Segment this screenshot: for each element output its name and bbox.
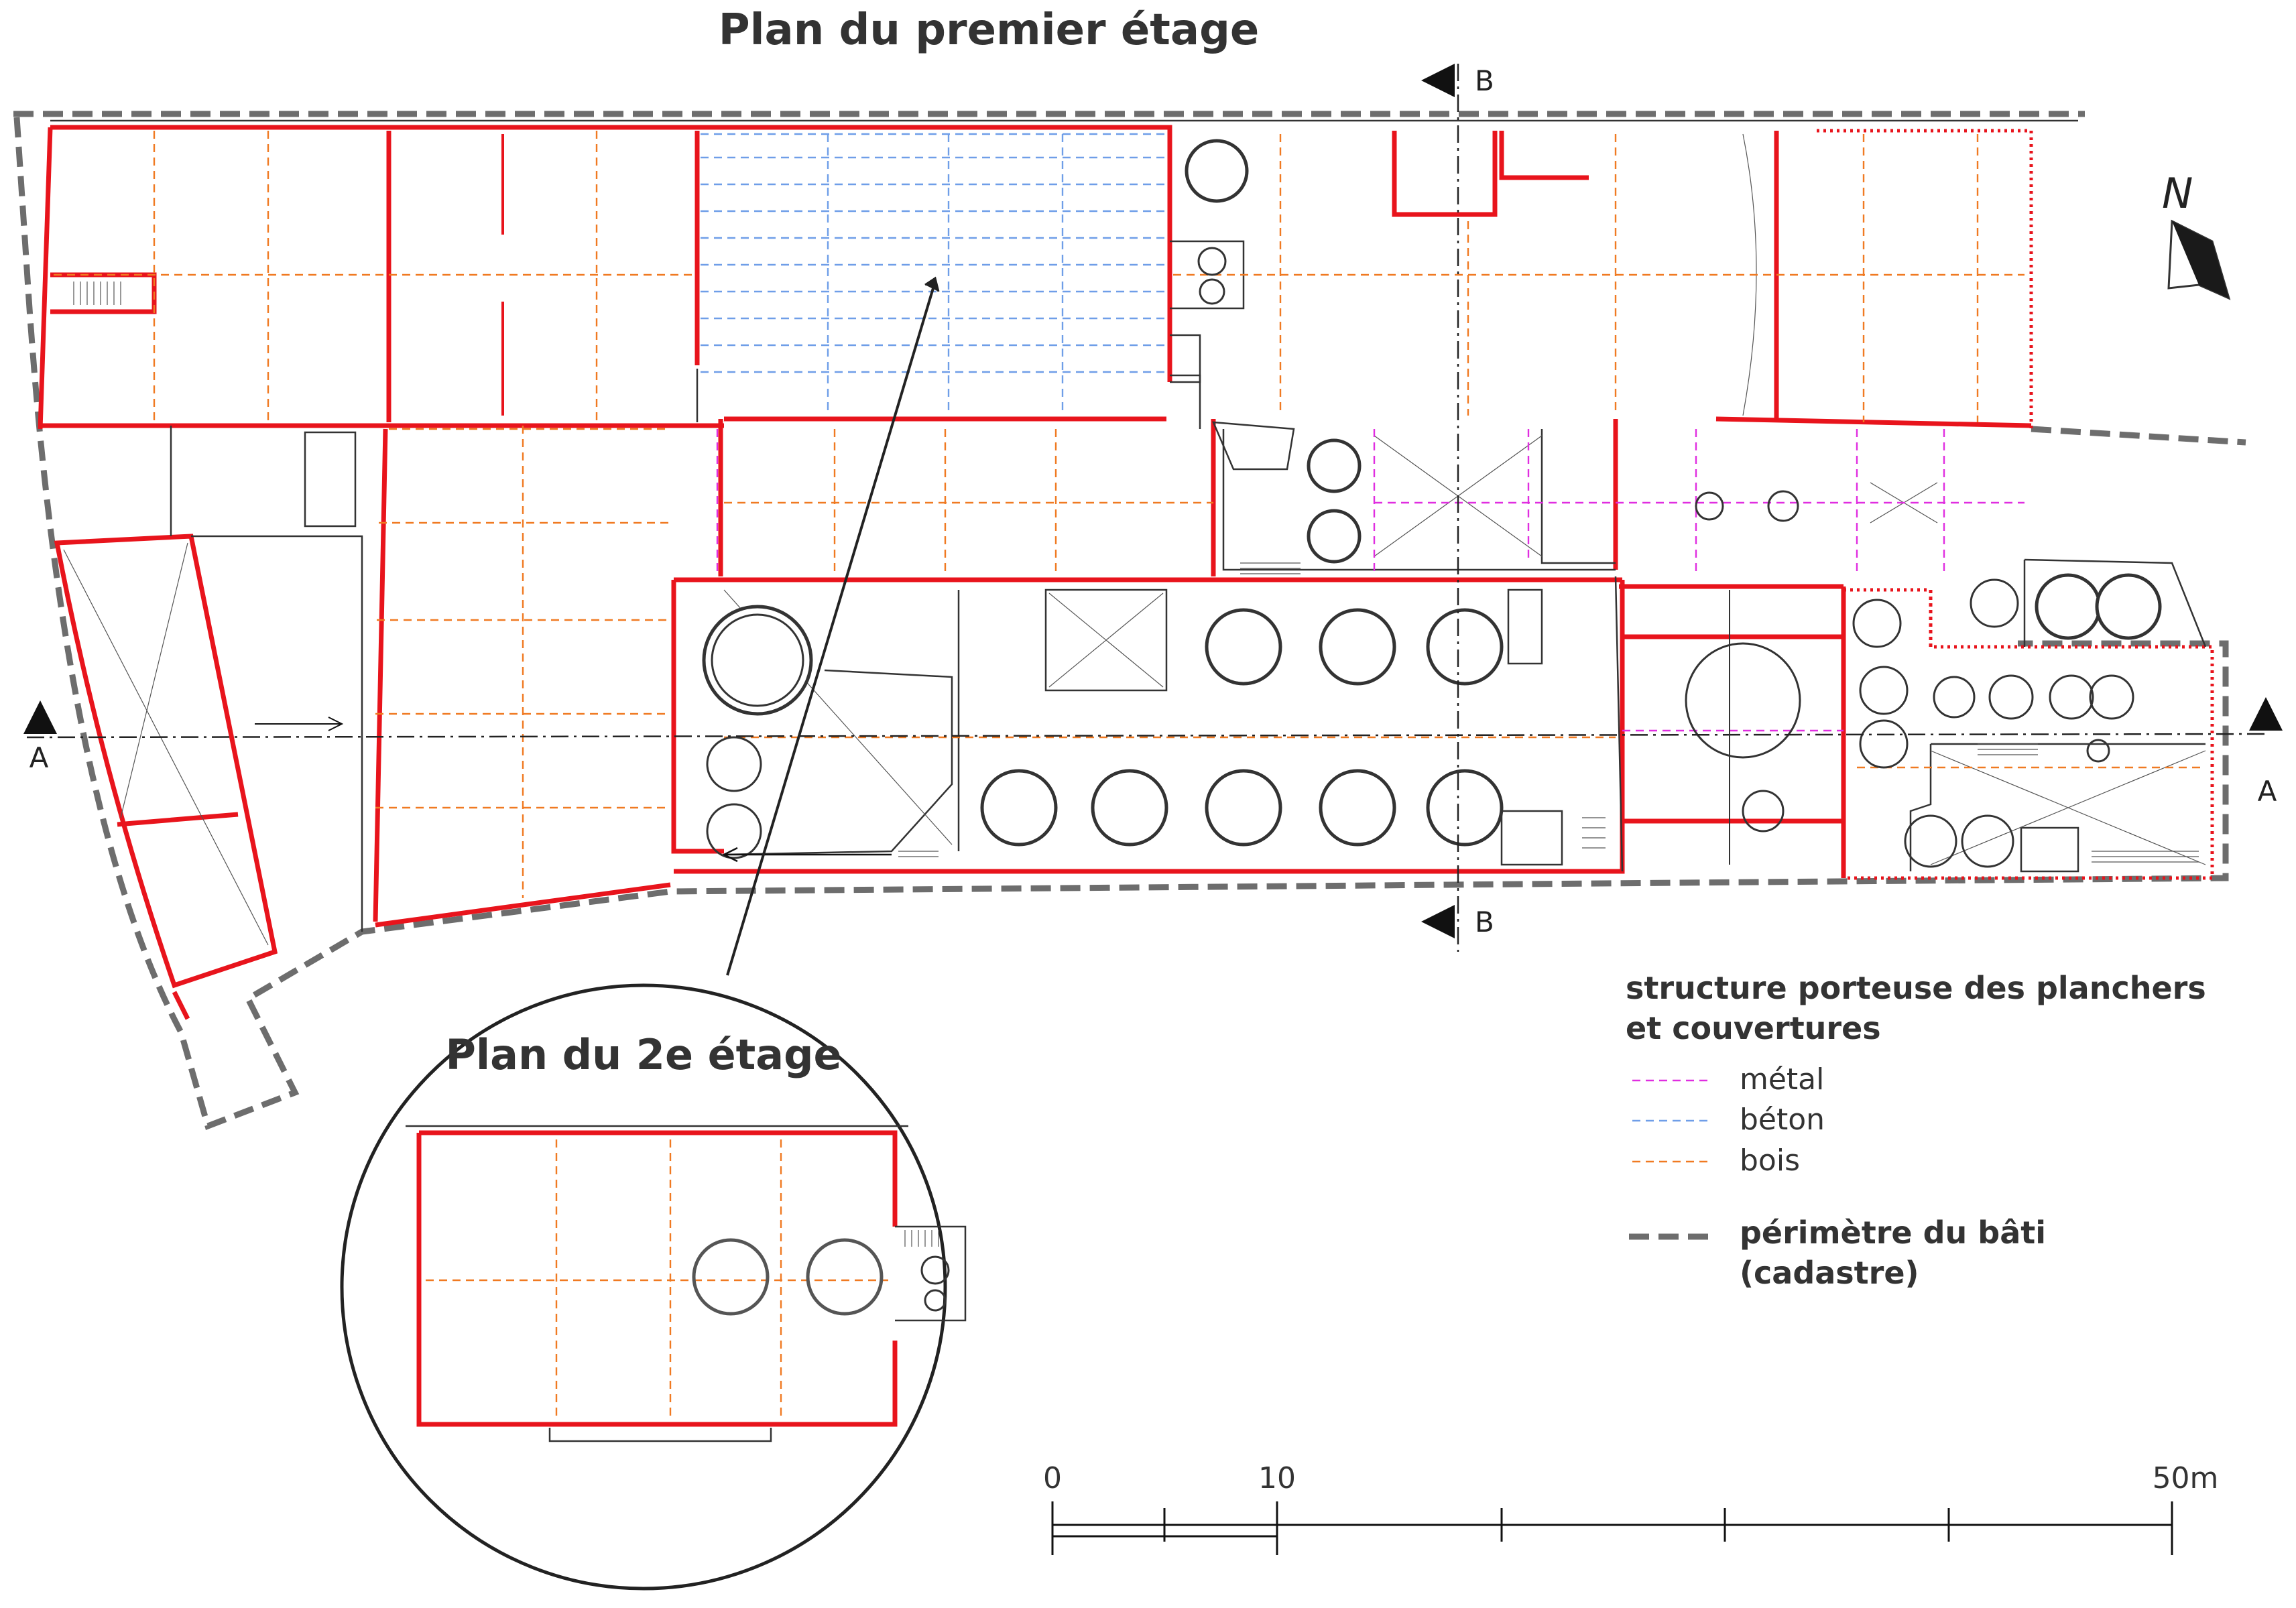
section-axes <box>26 64 2267 952</box>
legend-heading-line2: et couvertures <box>1626 1010 1881 1046</box>
flow-arrows <box>255 590 1730 865</box>
north-label: N <box>2162 169 2193 218</box>
scale-label-50: 50m <box>2153 1461 2219 1495</box>
stairs <box>73 282 2199 863</box>
section-a-left-label: A <box>29 741 49 774</box>
metal-beams <box>716 429 2025 732</box>
inset-title: Plan du 2e étage <box>445 1030 841 1079</box>
legend-perimeter-line2: (cadastre) <box>1740 1255 1919 1291</box>
section-b-top-label: B <box>1475 64 1494 97</box>
scale-label-0: 0 <box>1043 1461 1062 1495</box>
section-b-bottom-label: B <box>1475 906 1494 938</box>
legend-perimeter-line1: périmètre du bâti <box>1740 1215 2046 1251</box>
main-title: Plan du premier étage <box>719 5 1260 55</box>
section-markers: A A B B <box>23 64 2283 938</box>
inset-second-floor: Plan du 2e étage <box>340 983 967 1591</box>
vats <box>702 139 2162 868</box>
legend-bois-label: bois <box>1740 1143 1800 1178</box>
beton-beams <box>701 133 1170 416</box>
scale-bar: 0 10 50m <box>1043 1461 2218 1555</box>
cadastre-perimeter <box>13 111 2246 1130</box>
bois-beams <box>54 131 2206 898</box>
inset-leader-line <box>726 281 936 976</box>
legend: structure porteuse des planchers et couv… <box>1626 970 2206 1291</box>
void-crossings <box>63 133 2206 946</box>
building-walls <box>38 119 2214 1020</box>
section-a-right-label: A <box>2258 775 2277 808</box>
legend-beton-label: béton <box>1740 1103 1825 1137</box>
scale-label-10: 10 <box>1258 1461 1296 1495</box>
north-arrow-icon: N <box>2162 169 2231 300</box>
legend-metal-label: métal <box>1740 1062 1824 1097</box>
legend-heading-line1: structure porteuse des planchers <box>1626 970 2206 1006</box>
